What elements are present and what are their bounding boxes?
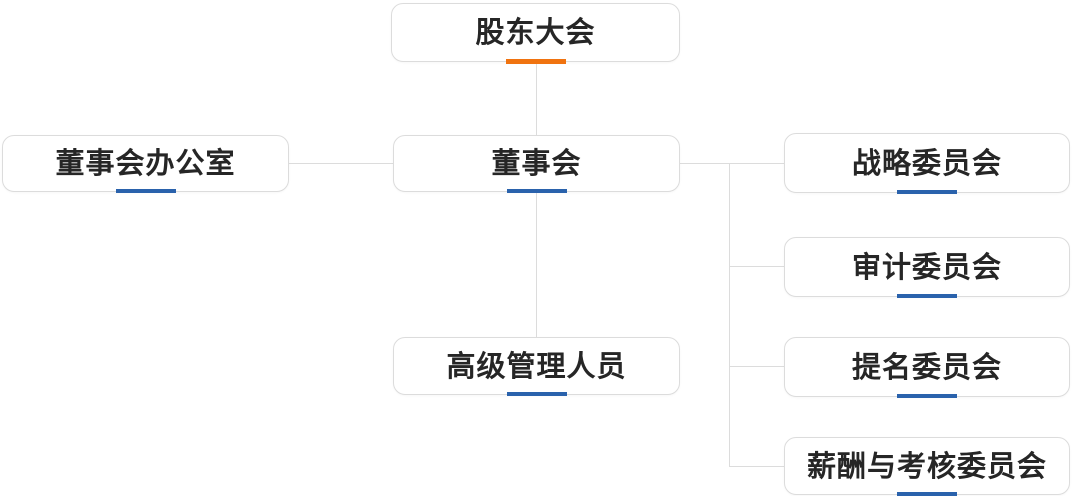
accent-underline [897,492,957,496]
org-node-label: 审计委员会 [851,249,1002,284]
accent-underline [506,392,567,396]
connector-board-to-board-office [289,163,393,164]
org-node-board-of-directors: 董事会 [393,135,680,193]
accent-underline [115,189,176,193]
accent-underline [506,189,567,193]
accent-underline [897,294,957,298]
org-node-shareholders-meeting: 股东大会 [391,3,680,64]
connector-trunk-to-audit-committee [729,266,784,267]
org-node-label: 董事会 [491,146,582,180]
org-node-nomination-committee: 提名委员会 [784,337,1070,398]
accent-underline [897,190,957,194]
connector-board-to-senior-management [536,192,537,337]
org-node-label: 股东大会 [475,15,596,49]
connector-trunk-to-compensation-committee [729,466,784,467]
org-node-board-office: 董事会办公室 [2,135,289,193]
connector-committee-trunk [729,163,730,467]
org-node-strategy-committee: 战略委员会 [784,133,1070,194]
org-node-audit-committee: 审计委员会 [784,237,1070,298]
org-node-label: 高级管理人员 [446,348,627,383]
connector-board-to-strategy-committee [680,163,784,164]
connector-shareholders-to-board [536,62,537,135]
org-node-label: 董事会办公室 [55,146,236,180]
connector-trunk-to-nomination-committee [729,366,784,367]
org-node-senior-management: 高级管理人员 [393,337,680,396]
accent-underline [897,394,957,398]
org-node-label: 薪酬与考核委员会 [806,448,1047,483]
org-node-label: 提名委员会 [851,349,1002,384]
org-node-compensation-assessment-committee: 薪酬与考核委员会 [784,437,1070,496]
org-node-label: 战略委员会 [851,145,1002,180]
accent-underline [505,59,566,64]
